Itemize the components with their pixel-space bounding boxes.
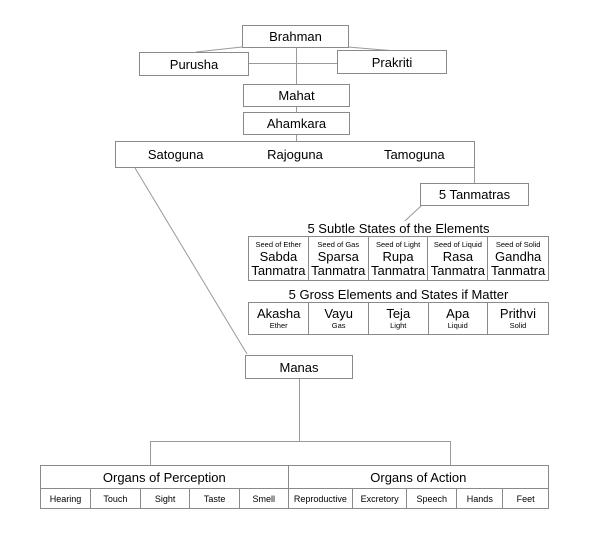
- connector-ahamkara-gunas: [296, 135, 297, 141]
- gross-main-label: Prithvi: [499, 306, 537, 321]
- subtle-main-label: Rasa: [442, 248, 474, 264]
- organs-group-action[interactable]: Organs of Action: [287, 465, 550, 489]
- connector-mahat-ahamkara: [296, 107, 297, 112]
- gross-sub-label: Gas: [331, 321, 346, 330]
- gross-cell-prithvi[interactable]: Prithvi Solid: [486, 302, 550, 335]
- subtle-sub-label: Tanmatra: [311, 262, 366, 278]
- subtle-seed-label: Seed of Light: [375, 239, 421, 249]
- subtle-seed-label: Seed of Ether: [255, 239, 302, 249]
- subtle-main-label: Rupa: [382, 248, 414, 264]
- subtle-seed-label: Seed of Solid: [495, 239, 541, 249]
- table-row-groups: Organs of Perception Organs of Action: [40, 465, 550, 489]
- subtle-states-table: Seed of Ether Sabda Tanmatra Seed of Gas…: [248, 236, 549, 281]
- subtle-cell-rasa[interactable]: Seed of Liquid Rasa Tanmatra: [427, 236, 489, 281]
- guna-satoguna: Satoguna: [147, 147, 204, 162]
- node-tanmatras[interactable]: 5 Tanmatras: [420, 183, 529, 206]
- gross-cell-vayu[interactable]: Vayu Gas: [308, 302, 370, 335]
- subtle-main-label: Gandha: [495, 248, 542, 264]
- subtle-cell-rupa[interactable]: Seed of Light Rupa Tanmatra: [367, 236, 429, 281]
- guna-rajoguna: Rajoguna: [267, 147, 323, 162]
- organs-group-perception[interactable]: Organs of Perception: [40, 465, 289, 489]
- subtle-cell-sabda[interactable]: Seed of Ether Sabda Tanmatra: [248, 236, 309, 281]
- organ-speech[interactable]: Speech: [406, 488, 458, 509]
- organ-touch[interactable]: Touch: [90, 488, 141, 509]
- gross-main-label: Akasha: [256, 306, 301, 321]
- organ-excretory[interactable]: Excretory: [352, 488, 408, 509]
- table-row: Akasha Ether Vayu Gas Teja Light Apa Liq…: [247, 302, 550, 335]
- connector-organ-bus: [150, 441, 450, 442]
- connector-bus-perception: [150, 441, 151, 465]
- connector-purusha-prakriti: [248, 63, 338, 64]
- subtle-cell-sparsa[interactable]: Seed of Gas Sparsa Tanmatra: [307, 236, 369, 281]
- connector-brahman-down: [296, 48, 297, 63]
- node-brahman[interactable]: Brahman: [242, 25, 349, 48]
- organ-reproductive[interactable]: Reproductive: [287, 488, 354, 509]
- organ-hearing[interactable]: Hearing: [39, 488, 92, 509]
- gross-cell-akasha[interactable]: Akasha Ether: [247, 302, 310, 335]
- connector-bus-action: [450, 441, 451, 465]
- subtle-main-label: Sparsa: [317, 248, 359, 264]
- gross-main-label: Apa: [446, 306, 470, 321]
- subtle-main-label: Sabda: [259, 248, 298, 264]
- connector-manas-bus: [299, 379, 300, 441]
- subtle-seed-label: Seed of Liquid: [433, 239, 482, 249]
- gross-main-label: Teja: [386, 306, 411, 321]
- node-guna-band[interactable]: Satoguna Rajoguna Tamoguna: [115, 141, 475, 168]
- organs-table: Organs of Perception Organs of Action He…: [39, 465, 550, 509]
- subtle-sub-label: Tanmatra: [491, 262, 546, 278]
- gross-sub-label: Solid: [509, 321, 527, 330]
- subtle-states-caption: 5 Subtle States of the Elements: [248, 221, 549, 236]
- node-ahamkara[interactable]: Ahamkara: [243, 112, 350, 135]
- table-row-items: Hearing Touch Sight Taste Smell Reproduc…: [39, 488, 549, 509]
- gross-elements-table: Akasha Ether Vayu Gas Teja Light Apa Liq…: [247, 302, 550, 335]
- gross-elements-caption: 5 Gross Elements and States if Matter: [248, 287, 549, 302]
- subtle-sub-label: Tanmatra: [430, 262, 485, 278]
- node-mahat[interactable]: Mahat: [243, 84, 350, 107]
- organ-feet[interactable]: Feet: [502, 488, 549, 509]
- organ-sight[interactable]: Sight: [139, 488, 191, 509]
- gross-sub-label: Light: [390, 321, 407, 330]
- gross-sub-label: Ether: [269, 321, 288, 330]
- connector-gunas-tanmatras: [474, 168, 475, 183]
- gross-cell-teja[interactable]: Teja Light: [368, 302, 429, 335]
- subtle-sub-label: Tanmatra: [251, 262, 306, 278]
- node-purusha[interactable]: Purusha: [139, 52, 249, 76]
- guna-tamoguna: Tamoguna: [383, 147, 445, 162]
- connector-tie-to-mahat: [296, 63, 297, 84]
- node-prakriti[interactable]: Prakriti: [337, 50, 447, 74]
- organ-smell[interactable]: Smell: [238, 488, 289, 509]
- subtle-sub-label: Tanmatra: [370, 262, 426, 278]
- gross-cell-apa[interactable]: Apa Liquid: [427, 302, 488, 335]
- node-manas[interactable]: Manas: [245, 355, 353, 379]
- table-row: Seed of Ether Sabda Tanmatra Seed of Gas…: [248, 236, 549, 281]
- subtle-seed-label: Seed of Gas: [317, 239, 360, 249]
- gross-main-label: Vayu: [324, 306, 353, 321]
- organ-taste[interactable]: Taste: [189, 488, 240, 509]
- organ-hands[interactable]: Hands: [456, 488, 504, 509]
- gross-sub-label: Liquid: [447, 321, 468, 330]
- subtle-cell-gandha[interactable]: Seed of Solid Gandha Tanmatra: [487, 236, 549, 281]
